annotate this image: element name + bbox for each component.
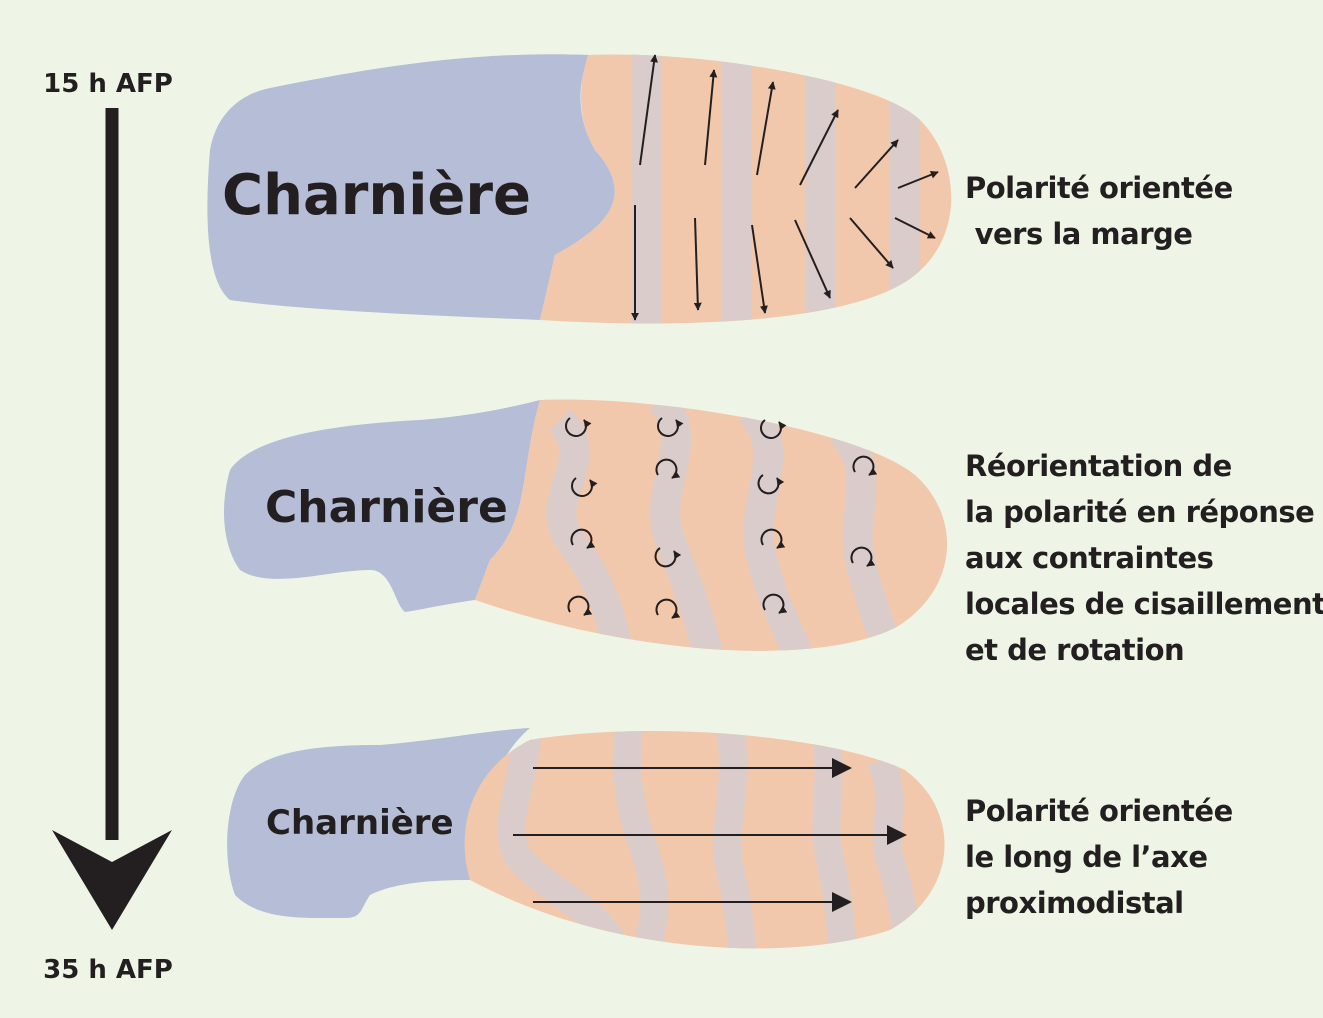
description-line: Polarité orientée [965,794,1233,828]
hinge-label: Charnière [265,482,508,533]
description-line: le long de l’axe [965,840,1208,874]
description-line: Réorientation de [965,449,1232,483]
description-line: et de rotation [965,633,1185,667]
hinge-label: Charnière [222,163,531,228]
stripes [632,54,920,324]
description-line: aux contraintes [965,541,1214,575]
stage-3-description: Polarité orientée le long de l’axe proxi… [965,788,1233,926]
description-line: locales de cisaillement [965,587,1323,621]
rotation-arrows [565,417,878,619]
stage-3-wing: Charnière [227,728,945,949]
hinge-region [224,400,540,612]
stage-2-wing: Charnière [224,399,948,651]
stage-2-description: Réorientation de la polarité en réponse … [965,443,1323,673]
timeline-arrowhead [52,830,172,930]
timeline: 15 h AFP 35 h AFP [43,69,173,985]
description-line: vers la marge [965,217,1193,251]
stripes [546,399,904,651]
rotation-arrow [565,417,592,437]
hinge-region [207,54,615,320]
stage-1-wing: Charnière [207,54,952,324]
description-line: proximodistal [965,886,1184,920]
stage-1-description: Polarité orientée vers la marge [965,165,1233,257]
description-line: la polarité en réponse [965,495,1315,529]
polarity-arrows [513,758,907,912]
hinge-label: Charnière [266,803,454,843]
timeline-end-label: 35 h AFP [43,955,173,985]
hinge-region [227,728,530,919]
polarity-arrows [631,54,939,321]
timeline-start-label: 15 h AFP [43,69,173,99]
description-line: Polarité orientée [965,171,1233,205]
